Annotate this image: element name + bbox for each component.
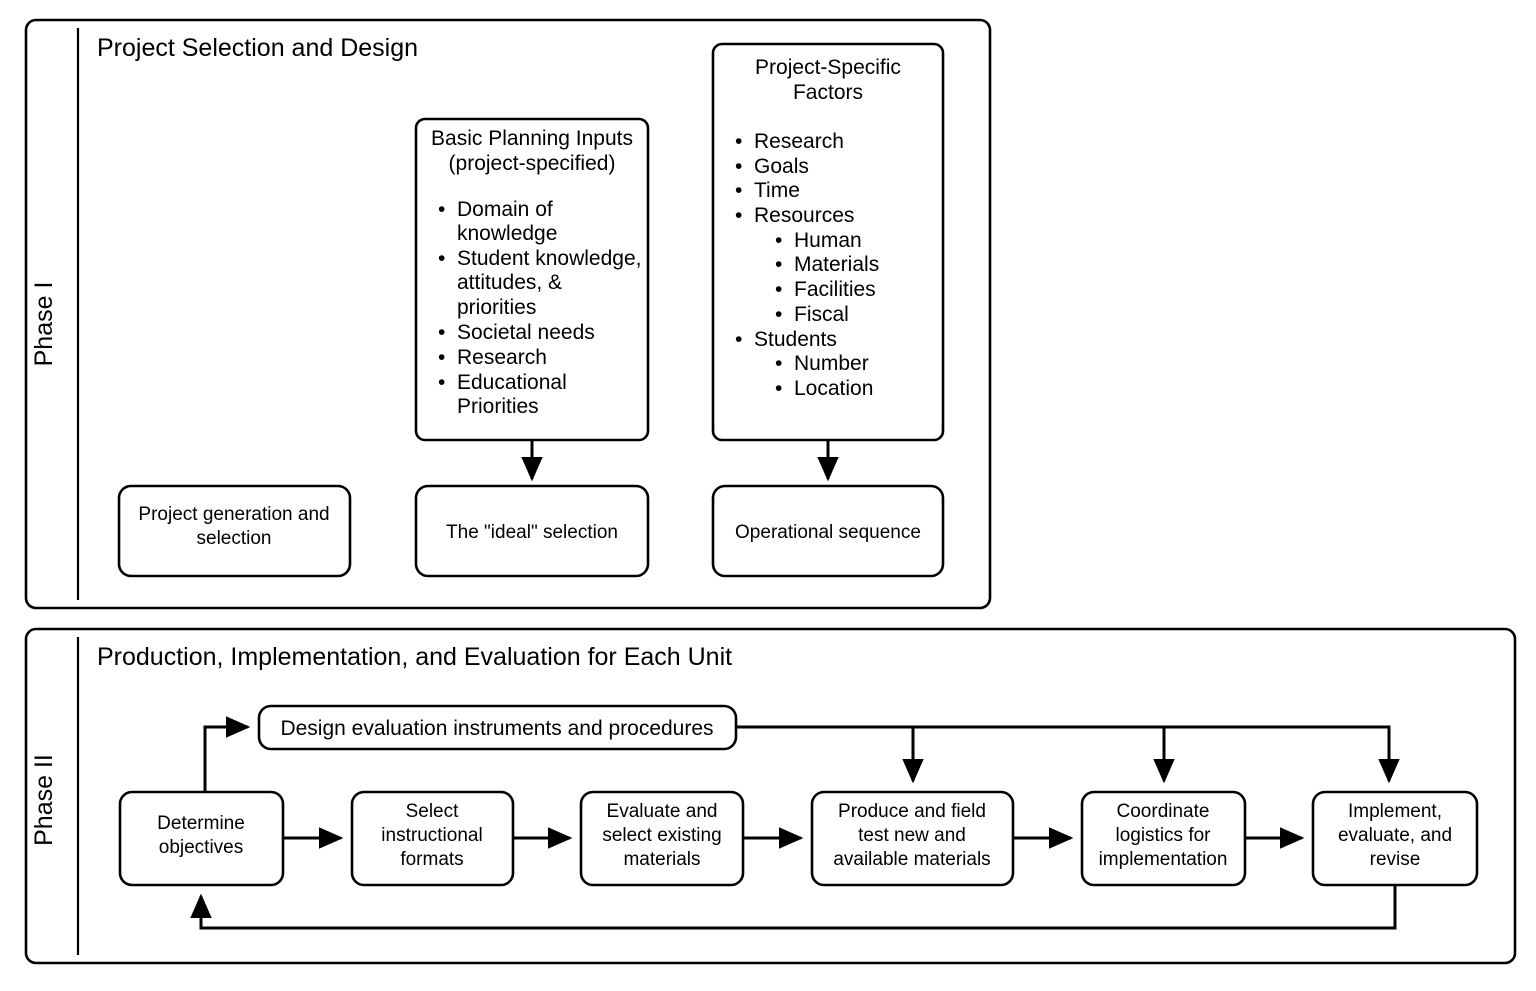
bullet-marker: • bbox=[735, 328, 742, 351]
phase-1-label: Phase I bbox=[30, 282, 58, 367]
bullet-line: Domain of bbox=[457, 198, 553, 221]
panel-basic-planning-inputs: Basic Planning Inputs (project-specified… bbox=[414, 117, 650, 442]
phase-2-group: Phase II Production, Implementation, and… bbox=[24, 627, 1517, 965]
node-line: formats bbox=[400, 849, 463, 870]
bullet-line: Number bbox=[794, 352, 869, 375]
panel-project-specific-factors: Project-Specific Factors • Research • Go… bbox=[711, 42, 945, 442]
node-line: Evaluate and bbox=[607, 801, 718, 822]
node-operational-sequence: Operational sequence bbox=[711, 484, 945, 578]
node-select-instructional-formats: Select instructional formats bbox=[350, 790, 515, 887]
bullet-marker: • bbox=[735, 204, 742, 227]
phase-2-label: Phase II bbox=[30, 754, 58, 846]
basic-planning-inputs-title-line2: (project-specified) bbox=[449, 152, 616, 175]
bullet-marker: • bbox=[438, 371, 445, 394]
bullet-marker-sub: • bbox=[775, 229, 782, 252]
node-line: Operational sequence bbox=[735, 522, 921, 543]
node-determine-objectives: Determine objectives bbox=[118, 790, 285, 887]
project-generation-box bbox=[117, 484, 352, 578]
bullet-marker: • bbox=[438, 346, 445, 369]
node-line: materials bbox=[623, 849, 700, 870]
bullet-line: Location bbox=[794, 377, 873, 400]
project-specific-factors-title-line2: Factors bbox=[793, 81, 863, 104]
project-specific-factors-title-line1: Project-Specific bbox=[755, 56, 901, 79]
basic-planning-inputs-title-line1: Basic Planning Inputs bbox=[431, 127, 633, 150]
node-line: instructional bbox=[381, 825, 482, 846]
bullet-line: Students bbox=[754, 328, 837, 351]
node-project-generation-and-selection: Project generation and selection bbox=[117, 484, 352, 578]
bullet-line: Societal needs bbox=[457, 321, 595, 344]
bullet-line: priorities bbox=[457, 296, 536, 319]
bullet-marker: • bbox=[438, 247, 445, 270]
node-line: Determine bbox=[157, 813, 245, 834]
bullet-marker: • bbox=[735, 155, 742, 178]
node-line: revise bbox=[1370, 849, 1421, 870]
node-evaluate-select-existing-materials: Evaluate and select existing materials bbox=[579, 790, 745, 887]
bullet-line: Facilities bbox=[794, 278, 876, 301]
bullet-line: Resources bbox=[754, 204, 854, 227]
arrow-determine-objectives-to-design-evaluation bbox=[203, 716, 251, 792]
bullet-marker-sub: • bbox=[775, 303, 782, 326]
bullet-line: Priorities bbox=[457, 395, 539, 418]
node-line: Produce and field bbox=[838, 801, 986, 822]
arrow-implement-feedback-to-determine-objectives bbox=[190, 885, 1397, 930]
phase-1-group: Phase I Project Selection and Design Bas… bbox=[24, 18, 992, 610]
node-line: available materials bbox=[833, 849, 990, 870]
bullet-line: Time bbox=[754, 179, 800, 202]
node-line: Design evaluation instruments and proced… bbox=[280, 717, 713, 740]
bullet-line: Educational bbox=[457, 371, 567, 394]
ideal-selection-box bbox=[414, 484, 650, 578]
bullet-line: Student knowledge, bbox=[457, 247, 641, 270]
bullet-line: Research bbox=[754, 130, 844, 153]
node-line: Coordinate bbox=[1117, 801, 1210, 822]
arrow-design-evaluation-to-implement bbox=[736, 725, 1400, 784]
bullet-line: knowledge bbox=[457, 222, 557, 245]
bullet-line: Goals bbox=[754, 155, 809, 178]
node-line: select existing bbox=[602, 825, 721, 846]
bullet-line: Fiscal bbox=[794, 303, 849, 326]
bullet-marker: • bbox=[735, 130, 742, 153]
phase-2-title: Production, Implementation, and Evaluati… bbox=[97, 643, 732, 671]
node-line: Select bbox=[406, 801, 460, 822]
node-line: evaluate, and bbox=[1338, 825, 1452, 846]
node-line: The "ideal" selection bbox=[446, 522, 618, 543]
node-line: implementation bbox=[1099, 849, 1228, 870]
bullet-line: Research bbox=[457, 346, 547, 369]
bullet-marker: • bbox=[735, 179, 742, 202]
node-implement-evaluate-revise: Implement, evaluate, and revise bbox=[1311, 790, 1479, 887]
bullet-marker-sub: • bbox=[775, 278, 782, 301]
node-produce-field-test-materials: Produce and field test new and available… bbox=[810, 790, 1015, 887]
bullet-marker-sub: • bbox=[775, 352, 782, 375]
bullet-marker-sub: • bbox=[775, 253, 782, 276]
bullet-line: Materials bbox=[794, 253, 879, 276]
operational-sequence-box bbox=[711, 484, 945, 578]
bullet-marker: • bbox=[438, 321, 445, 344]
node-line: Project generation and bbox=[138, 504, 329, 525]
node-line: logistics for bbox=[1115, 825, 1211, 846]
node-ideal-selection: The "ideal" selection bbox=[414, 484, 650, 578]
phase-1-title: Project Selection and Design bbox=[97, 34, 418, 62]
node-line: selection bbox=[197, 528, 272, 549]
bullet-marker: • bbox=[438, 198, 445, 221]
node-line: test new and bbox=[858, 825, 966, 846]
bullet-line: Human bbox=[794, 229, 862, 252]
node-coordinate-logistics: Coordinate logistics for implementation bbox=[1080, 790, 1247, 887]
node-line: objectives bbox=[159, 837, 244, 858]
node-line: Implement, bbox=[1348, 801, 1442, 822]
bullet-line: attitudes, & bbox=[457, 271, 562, 294]
node-design-evaluation-instruments: Design evaluation instruments and proced… bbox=[257, 704, 738, 751]
bullet-marker-sub: • bbox=[775, 377, 782, 400]
